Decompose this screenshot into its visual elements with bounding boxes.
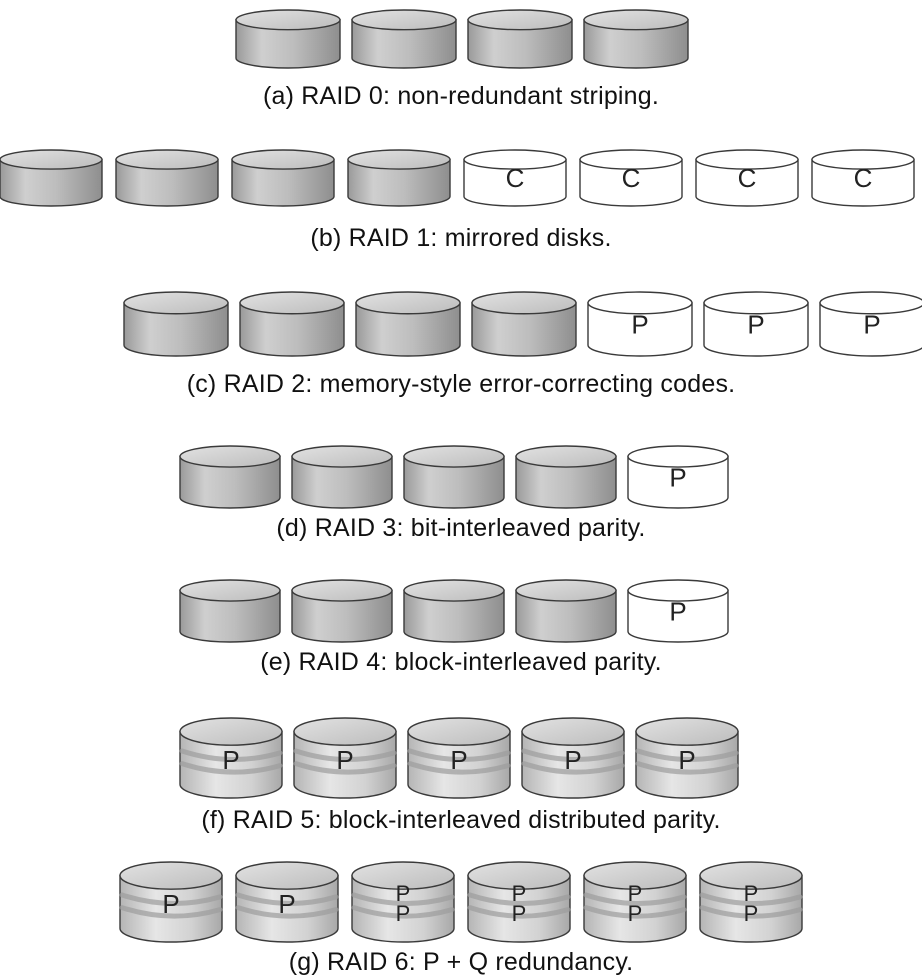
disk-label: C (854, 163, 873, 193)
disk-data-r0-d3 (583, 9, 689, 69)
disk-data-r1-d2 (231, 149, 335, 207)
disk-check-r3-d4: P (627, 445, 729, 509)
disk-label: P (450, 745, 467, 775)
disk-parity-striped-r5-d0: P (179, 717, 283, 799)
disk-label: P (396, 881, 411, 906)
disk-check-r2-d6: P (819, 291, 922, 357)
disk-data-r3-d0 (179, 445, 281, 509)
disk-label: P (564, 745, 581, 775)
disk-label: P (162, 889, 179, 919)
disk-check-r1-d7: C (811, 149, 915, 207)
raid5-caption: (f) RAID 5: block-interleaved distribute… (201, 806, 721, 834)
disk-data-r3-d1 (291, 445, 393, 509)
disk-data-r0-d2 (467, 9, 573, 69)
disk-check-r4-d4: P (627, 579, 729, 643)
raid6-caption: (g) RAID 6: P + Q redundancy. (288, 948, 634, 976)
disk-label: C (622, 163, 641, 193)
disk-parity-striped-r5-d1: P (293, 717, 397, 799)
disk-label: P (396, 901, 411, 926)
disk-data-r2-d0 (123, 291, 229, 357)
disk-data-r1-d3 (347, 149, 451, 207)
disk-label: P (512, 901, 527, 926)
disk-parity-striped-r6-d1: P (235, 861, 339, 943)
disk-label: P (678, 745, 695, 775)
disk-parity-striped-r5-d4: P (635, 717, 739, 799)
disk-parity-striped-r6-d0: P (119, 861, 223, 943)
disk-parity-striped-r6-d5: PP (699, 861, 803, 943)
raid4-caption: (e) RAID 4: block-interleaved parity. (260, 648, 662, 676)
disk-label: P (512, 881, 527, 906)
disk-label: C (506, 163, 525, 193)
disk-data-r2-d2 (355, 291, 461, 357)
disk-data-r2-d1 (239, 291, 345, 357)
disk-data-r0-d1 (351, 9, 457, 69)
disk-check-r1-d5: C (579, 149, 683, 207)
disk-data-r4-d3 (515, 579, 617, 643)
disk-label: P (222, 745, 239, 775)
disk-parity-striped-r6-d2: PP (351, 861, 455, 943)
disk-check-r1-d6: C (695, 149, 799, 207)
disk-check-r2-d5: P (703, 291, 809, 357)
raid1-caption: (b) RAID 1: mirrored disks. (310, 224, 612, 252)
disk-data-r3-d3 (515, 445, 617, 509)
disk-parity-striped-r5-d3: P (521, 717, 625, 799)
raid2-caption: (c) RAID 2: memory-style error-correctin… (186, 370, 736, 398)
disk-label: P (747, 309, 764, 339)
disk-label: C (738, 163, 757, 193)
raid0-caption: (a) RAID 0: non-redundant striping. (262, 82, 660, 110)
disk-label: P (628, 901, 643, 926)
disk-label: P (744, 881, 759, 906)
disk-data-r3-d2 (403, 445, 505, 509)
disk-label: P (336, 745, 353, 775)
disk-label: P (278, 889, 295, 919)
disk-label: P (863, 309, 880, 339)
disk-parity-striped-r6-d3: PP (467, 861, 571, 943)
disk-label: P (669, 596, 686, 626)
disk-data-r4-d2 (403, 579, 505, 643)
disk-check-r2-d4: P (587, 291, 693, 357)
disk-data-r0-d0 (235, 9, 341, 69)
disk-data-r4-d0 (179, 579, 281, 643)
disk-data-r2-d3 (471, 291, 577, 357)
disk-data-r1-d1 (115, 149, 219, 207)
disk-label: P (628, 881, 643, 906)
disk-label: P (744, 901, 759, 926)
disk-data-r1-d0 (0, 149, 103, 207)
disk-data-r4-d1 (291, 579, 393, 643)
disk-check-r1-d4: C (463, 149, 567, 207)
disk-label: P (669, 462, 686, 492)
disk-parity-striped-r5-d2: P (407, 717, 511, 799)
disk-label: P (631, 309, 648, 339)
disk-parity-striped-r6-d4: PP (583, 861, 687, 943)
raid3-caption: (d) RAID 3: bit-interleaved parity. (276, 514, 646, 542)
